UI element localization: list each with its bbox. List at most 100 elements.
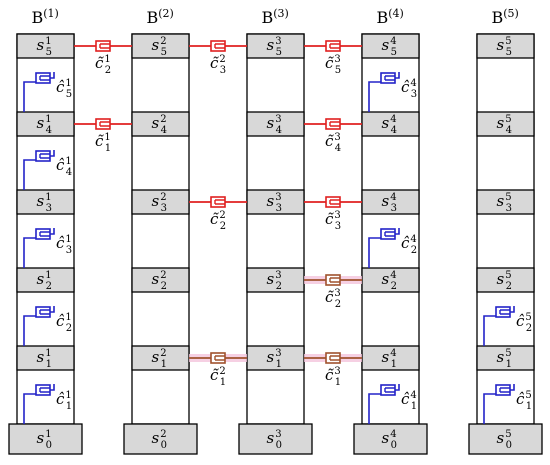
column-titles: B(1)B(2)B(3)B(4)B(5) [32,7,519,27]
state-cell-1-4 [16,111,75,137]
state-cell-1-3 [16,189,75,215]
genesis-cell-1 [8,423,83,455]
state-cell-5-1 [476,345,535,371]
cross-connector-icon [210,352,226,364]
column-title-1: B(1) [32,7,59,27]
state-cell-5-2 [476,267,535,293]
link-connector-icon [380,228,396,240]
cross-connector-icon [325,274,341,286]
state-cell-2-2 [131,267,190,293]
genesis-cell-5 [468,423,543,455]
cross-connector-icon [95,118,111,130]
state-cell-1-1 [16,345,75,371]
state-cell-5-5 [476,33,535,59]
column-title-4: B(4) [377,7,404,27]
cross-connector-icon [325,352,341,364]
link-connector-icon [35,384,51,396]
link-connector-icon [495,384,511,396]
state-cell-3-2 [246,267,305,293]
state-cell-4-1 [361,345,420,371]
link-connector-icon [35,72,51,84]
link-connector-icon [35,306,51,318]
link-connector-icon [495,306,511,318]
state-cell-1-2 [16,267,75,293]
column-title-5: B(5) [492,7,519,27]
state-cell-1-5 [16,33,75,59]
cross-connector-icon [325,40,341,52]
state-cell-2-4 [131,111,190,137]
state-cell-4-3 [361,189,420,215]
state-cell-5-3 [476,189,535,215]
link-connector-icon [35,228,51,240]
link-connector-icon [35,150,51,162]
state-cell-4-5 [361,33,420,59]
cross-connector-icon [210,196,226,208]
link-connector-icon [380,72,396,84]
genesis-cell-4 [353,423,428,455]
genesis-cell-3 [238,423,313,455]
cross-connector-icon [325,196,341,208]
cross-connector-icon [210,40,226,52]
column-title-2: B(2) [147,7,174,27]
